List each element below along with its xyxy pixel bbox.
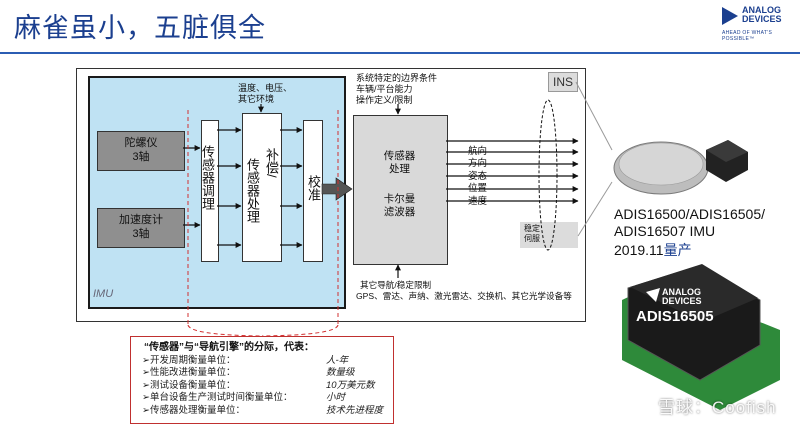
product-caption-line3: 2019.11量产 bbox=[614, 242, 692, 258]
sensor-processing-box bbox=[353, 115, 448, 265]
note-title: “传感器”与“导航引擎”的分际，代表： bbox=[144, 342, 314, 353]
big-arrow-icon bbox=[321, 177, 353, 201]
ins-label: INS bbox=[548, 72, 578, 92]
product-caption-line1: ADIS16500/ADIS16505/ bbox=[614, 206, 765, 222]
note-value: 人-年 bbox=[326, 355, 349, 366]
note-value: 10万美元数 bbox=[326, 379, 375, 391]
stabilization-label: 稳定 伺服 bbox=[524, 224, 540, 243]
note-row: ➢测试设备衡量单位： bbox=[142, 379, 236, 391]
arrows-comp-cal bbox=[280, 127, 303, 248]
processor-text-2: 卡尔曼 滤波器 bbox=[383, 193, 416, 218]
conditioning-label: 传感器调理 bbox=[200, 145, 215, 210]
gyro-box: 陀螺仪 3轴 bbox=[97, 131, 185, 171]
red-dashed-boundary bbox=[187, 110, 339, 337]
processor-text-1: 传感器 处理 bbox=[383, 150, 416, 175]
stabilization-box bbox=[520, 222, 578, 248]
title-underline bbox=[0, 52, 800, 54]
note-row: ➢性能改进衡量单位： bbox=[142, 367, 236, 379]
environment-note: 温度、电压、 其它环境 bbox=[238, 83, 293, 104]
logo-text: ANALOG DEVICES bbox=[742, 5, 782, 24]
compensation-box bbox=[242, 113, 282, 262]
note-row: ➢传感器处理衡量单位： bbox=[142, 404, 245, 416]
note-values: 人-年 数量级 10万美元数 小时 技术先进程度 bbox=[326, 352, 384, 416]
note-value: 数量级 bbox=[326, 367, 355, 379]
imu-label: IMU bbox=[93, 288, 114, 300]
boundary-conditions-note: 系统特定的边界条件 车辆/平台能力 操作定义/限制 bbox=[356, 73, 438, 105]
output-arrows bbox=[446, 138, 579, 204]
note-row: ➢开发周期衡量单位： bbox=[142, 355, 236, 366]
compensation-label-1: 传感器处理 bbox=[245, 158, 260, 223]
adis16505-chip-illustration bbox=[622, 264, 780, 410]
note-value: 技术先进程度 bbox=[326, 404, 384, 416]
logo-tagline: AHEAD OF WHAT'S POSSIBLE™ bbox=[722, 30, 773, 42]
note-value: 小时 bbox=[326, 392, 346, 404]
accelerometer-box: 加速度计 3轴 bbox=[97, 208, 185, 248]
conditioning-box bbox=[201, 120, 219, 262]
calibration-label: 校准 bbox=[306, 175, 321, 201]
analog-devices-logo-icon bbox=[722, 7, 738, 25]
navigation-limits-note: 其它导航/稳定限制 GPS、雷达、声纳、激光雷达、交换机、其它光学设备等 bbox=[356, 280, 572, 301]
note-row: ➢单台设备生产测试时间衡量单位： bbox=[142, 392, 293, 404]
chip-brand-text: ANALOG DEVICES bbox=[662, 287, 702, 306]
compensation-label-2: 补偿/ bbox=[264, 148, 279, 178]
link-lines bbox=[575, 81, 613, 237]
watermark: 雪球：Coofish bbox=[658, 398, 777, 417]
note-rows: ➢开发周期衡量单位： ➢性能改进衡量单位： ➢测试设备衡量单位： ➢单台设备生产… bbox=[142, 352, 293, 416]
coin-chip-photo bbox=[613, 140, 748, 195]
chip-part-number: ADIS16505 bbox=[636, 308, 714, 325]
product-caption-line2: ADIS16507 IMU bbox=[614, 223, 716, 239]
slide-title: 麻雀虽小，五脏俱全 bbox=[14, 13, 266, 43]
note-box bbox=[130, 336, 394, 424]
output-ellipse bbox=[538, 99, 558, 251]
arrows-cond-comp bbox=[217, 127, 242, 248]
